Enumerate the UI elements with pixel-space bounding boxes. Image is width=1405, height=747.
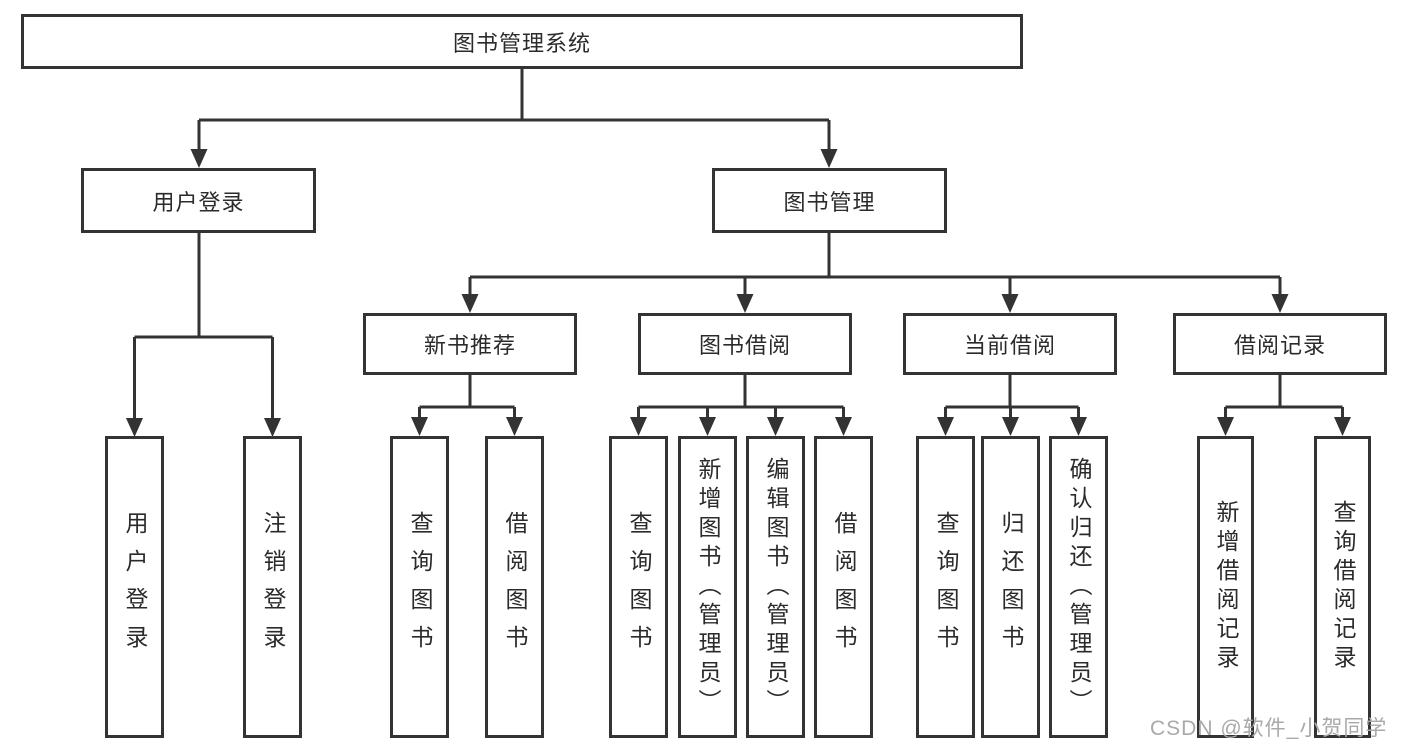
leaf-query-books-current: 查询图书 xyxy=(916,436,975,738)
leaf-confirm-return-admin: 确认归还（管理员） xyxy=(1049,436,1108,738)
node-book-borrowing: 图书借阅 xyxy=(638,313,852,375)
leaf-query-books-borrowing: 查询图书 xyxy=(609,436,668,738)
leaf-edit-book-admin: 编辑图书（管理员） xyxy=(746,436,805,738)
node-book-management: 图书管理 xyxy=(712,168,947,233)
leaf-borrow-books-borrowing: 借阅图书 xyxy=(814,436,873,738)
leaf-borrow-books-recommend: 借阅图书 xyxy=(485,436,544,738)
node-current-borrowing: 当前借阅 xyxy=(903,313,1117,375)
node-library-system: 图书管理系统 xyxy=(21,14,1023,69)
leaf-add-book-admin: 新增图书（管理员） xyxy=(678,436,737,738)
node-user-login: 用户登录 xyxy=(81,168,316,233)
csdn-watermark: CSDN @软件_小贺同学 xyxy=(1150,717,1388,740)
node-borrowing-records: 借阅记录 xyxy=(1173,313,1387,375)
leaf-query-borrow-record: 查询借阅记录 xyxy=(1314,436,1371,738)
leaf-user-login: 用户登录 xyxy=(105,436,164,738)
leaf-return-books: 归还图书 xyxy=(981,436,1040,738)
node-new-book-recommend: 新书推荐 xyxy=(363,313,577,375)
leaf-add-borrow-record: 新增借阅记录 xyxy=(1197,436,1254,738)
leaf-query-books-recommend: 查询图书 xyxy=(390,436,449,738)
leaf-logout-login: 注销登录 xyxy=(243,436,302,738)
